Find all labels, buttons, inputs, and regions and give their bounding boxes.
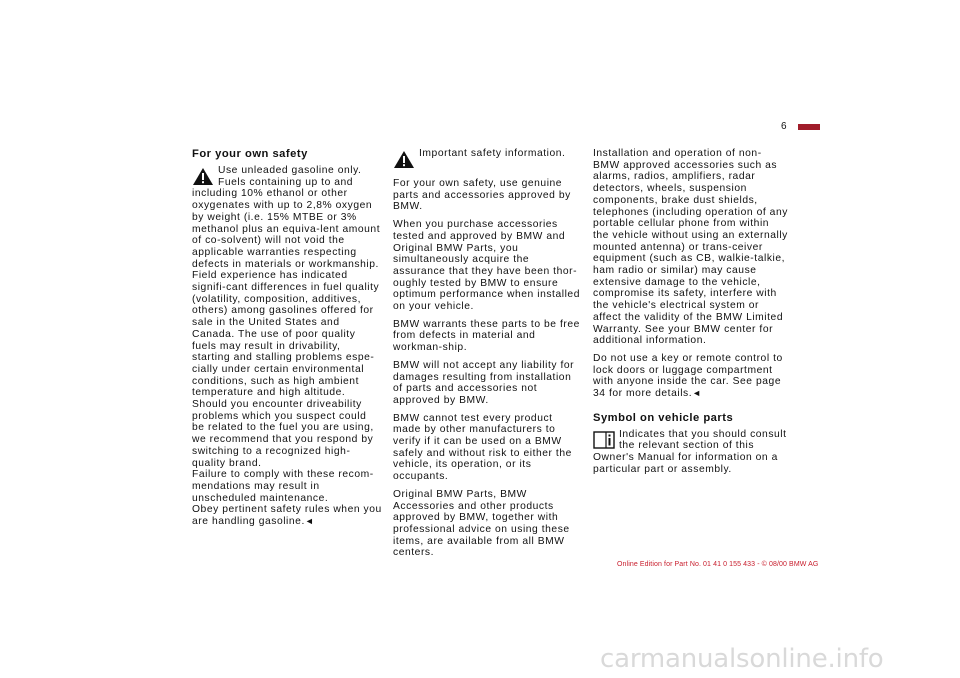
watermark: carmanualsonline.info [600,644,884,674]
footer-edition: Online Edition for Part No. 01 41 0 155 … [617,561,819,568]
keys-paragraph: Do not use a key or remote control to lo… [593,353,788,400]
end-mark: ◄ [304,516,315,527]
fuel-paragraph: Use unleaded gasoline only. Fuels contai… [192,165,382,528]
accessories-paragraph: When you purchase accessories tested and… [393,219,580,313]
installation-paragraph: Installation and operation of non-BMW ap… [593,148,788,347]
column-accessories: Important safety information. For your o… [393,148,583,565]
symbol-text: Indicates that you should consult the re… [593,428,787,475]
maintenance-text: Failure to comply with these recom-menda… [192,469,374,504]
driveability-text: Should you encounter driveability proble… [192,399,374,469]
keys-text: Do not use a key or remote control to lo… [593,352,783,400]
fuel-text: Use unleaded gasoline only. Fuels contai… [192,165,381,399]
column-installation: Installation and operation of non-BMW ap… [593,148,788,482]
gasoline-rules-text: Obey pertinent safety rules when you are… [192,504,382,528]
warning-triangle-icon [394,151,414,168]
end-mark: ◄ [692,388,702,399]
accessories-paragraph: Original BMW Parts, BMW Accessories and … [393,488,570,559]
book-info-icon [593,431,615,449]
page-number: 6 [781,121,787,132]
accessories-paragraph: For your own safety, use genuine parts a… [393,178,571,213]
page-marker [798,124,820,130]
accessories-paragraph: BMW will not accept any liability for da… [393,359,575,406]
section-heading-symbol: Symbol on vehicle parts [593,411,734,424]
section-heading-safety: For your own safety [192,148,308,160]
column-safety: For your own safety Use unleaded gasolin… [192,148,382,534]
warning-triangle-icon [192,167,214,186]
accessories-paragraph: BMW warrants these parts to be free from… [393,318,580,354]
accessories-paragraph: BMW cannot test every product made by ot… [393,412,572,483]
important-info-text: Important safety information. [419,148,566,159]
important-info-paragraph: Important safety information. [393,148,583,172]
symbol-paragraph: Indicates that you should consult the re… [593,429,788,476]
